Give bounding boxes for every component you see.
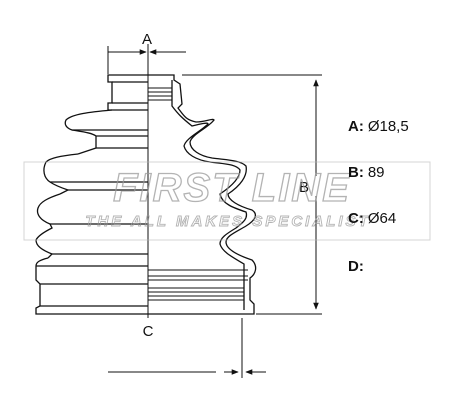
dimension-c — [108, 318, 266, 378]
boot-section-profile — [148, 74, 257, 315]
dimension-a — [107, 46, 186, 74]
spec-c-key: C: — [348, 210, 364, 227]
dimension-a-label: A — [142, 31, 152, 48]
dimension-c-label: C — [143, 323, 154, 340]
watermark-brand: FIRST LINE — [113, 166, 351, 210]
spec-b-value: 89 — [367, 164, 385, 181]
spec-d: D: — [348, 258, 368, 275]
spec-a-key: A: — [348, 118, 364, 135]
watermark: FIRST LINE THE ALL MAKES SPECIALIST — [23, 161, 431, 241]
spec-d-key: D: — [348, 258, 364, 275]
boot-outer-profile — [35, 74, 148, 315]
spec-b-key: B: — [348, 164, 364, 181]
dimension-b-label: B — [299, 179, 309, 196]
spec-c-value: Ø64 — [367, 210, 397, 227]
sealing-grooves-large — [148, 269, 248, 301]
watermark-tagline: THE ALL MAKES SPECIALIST — [85, 213, 370, 230]
spec-a-value: Ø18,5 — [367, 118, 409, 135]
spec-c: C:Ø64 — [348, 210, 396, 227]
spec-a: A:Ø18,5 — [348, 118, 409, 135]
spec-b: B:89 — [348, 164, 385, 181]
sealing-grooves-small — [148, 87, 172, 101]
dimension-b — [182, 74, 322, 315]
